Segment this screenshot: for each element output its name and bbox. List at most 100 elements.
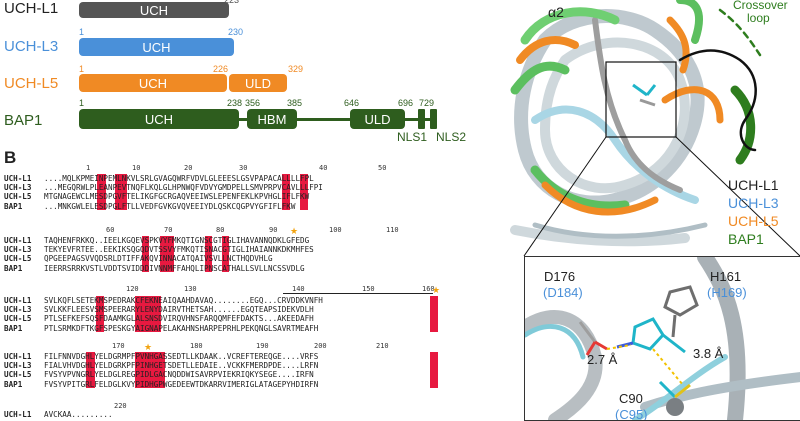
- row-seq: SVLKKFLEESVSMSPEERARYLENYDAIRVTHETSAH...…: [44, 305, 314, 315]
- alignment-row: UCH-L1 AVCKAA.........: [4, 410, 113, 419]
- alignment-row: BAP1 FVSYVPITGRLFELDGLKVYPIDHGPWGEDEEWTDK…: [4, 380, 318, 389]
- row-seq: ...MNKGWLELESDPGLFTLLVEDFGVKGVQVEEIYDLQS…: [44, 201, 296, 211]
- d184-label: (D184): [543, 285, 583, 300]
- legend-bap1: BAP1: [728, 231, 764, 247]
- h169-label: (H169): [707, 285, 747, 300]
- legend-uchl5: UCH-L5: [728, 213, 779, 229]
- row-name: BAP1: [4, 201, 23, 211]
- alpha2-label: α2: [548, 4, 564, 20]
- row-seq: TAQHENFRKKQ..IEELKGQEVSPKVYFMKQTIGNSCGTI…: [44, 236, 310, 245]
- panel-b-letter: B: [4, 148, 17, 167]
- conserved-block: [97, 174, 106, 210]
- d176-label: D176: [544, 269, 576, 284]
- catalytic-star: ★: [432, 285, 441, 295]
- row-seq: FVSYVPITGRLFELDGLKVYPIDHGPWGEDEEWTDKARRV…: [44, 379, 319, 389]
- ruler-tick: 30: [239, 164, 248, 172]
- row-name: BAP1: [4, 379, 23, 389]
- ruler-tick: 200: [314, 342, 327, 350]
- uchl3-label: UCH-L3: [4, 38, 59, 55]
- ruler-tick: 120: [126, 285, 139, 293]
- legend-uchl1: UCH-L1: [728, 177, 779, 193]
- bap1-uld-domain: ULD: [350, 109, 405, 129]
- catalytic-star: ★: [144, 342, 153, 352]
- row-seq: TEKYEVFRTEE..EEKIKSQGQDVTSSVYFMKQTISNACG…: [44, 245, 314, 255]
- crossover-label: Crossover loop: [733, 0, 788, 25]
- conserved-block: [430, 296, 438, 332]
- uchl1-end: 223: [224, 0, 240, 5]
- ruler-tick: 80: [216, 226, 225, 234]
- crossover-line: [283, 293, 433, 294]
- row-seq: AVCKAA.........: [44, 410, 113, 419]
- uchl1-label: UCH-L1: [4, 0, 59, 17]
- legend-uchl3: UCH-L3: [728, 195, 779, 211]
- alignment-block-5: UCH-L1 AVCKAA.........: [4, 410, 113, 419]
- catalytic-star: ★: [290, 226, 299, 236]
- row-name: UCH-L1: [4, 352, 32, 361]
- alignment-block-1: UCH-L1....MQLKPMEINPEMLNKVLSRLGVAGQWRFVD…: [4, 174, 323, 211]
- row-name: UCH-L3: [4, 183, 32, 193]
- conserved-block: [86, 352, 95, 388]
- conserved-block: [282, 174, 290, 210]
- alignment-row: BAP1 PTLSRMKDFTKGFSPESKGYAIGNAPELAKAHNSHA…: [4, 324, 323, 333]
- ruler-tick: 70: [164, 226, 173, 234]
- conserved-block: [205, 236, 212, 272]
- uchl5-label: UCH-L5: [4, 75, 59, 92]
- conserved-block: [160, 236, 174, 272]
- conserved-block: [300, 174, 308, 210]
- distance-2: 3.8 Å: [693, 346, 724, 361]
- ruler-tick: 140: [292, 285, 305, 293]
- row-seq: FILFNNVDGHLYELDGRMPFPVNHGASSEDTLLKDAAK..…: [44, 352, 319, 361]
- ruler-tick: 210: [376, 342, 389, 350]
- alignment-row: UCH-L5 MTGNAGEWCLMESDPGVFTELIKGFGCRGAQVEE…: [4, 192, 323, 201]
- alignment-row: UCH-L1 FILFNNVDGHLYELDGRMPFPVNHGASSEDTLLK…: [4, 352, 318, 361]
- uchl3-end: 230: [228, 27, 244, 37]
- row-name: UCH-L5: [4, 370, 32, 380]
- row-seq: IEERRSRRKVSTLVDDTSVIDDDIVNNMFFAHQLIPNSCA…: [44, 263, 305, 273]
- row-name: UCH-L3: [4, 361, 32, 371]
- ruler-tick: 1: [86, 164, 91, 172]
- alignment-row: UCH-L1....MQLKPMEINPEMLNKVLSRLGVAGQWRFVD…: [4, 174, 323, 183]
- c95-label: (C95): [615, 407, 648, 421]
- ruler-tick: 190: [256, 342, 269, 350]
- crossover-text: Crossover: [733, 0, 788, 12]
- ruler-tick: 50: [378, 164, 387, 172]
- c90-label: C90: [619, 391, 643, 406]
- ruler-tick: 180: [190, 342, 203, 350]
- ruler-tick: 130: [184, 285, 197, 293]
- row-seq: PTLSRMKDFTKGFSPESKGYAIGNAPELAKAHNSHARPEP…: [44, 323, 319, 333]
- row-name: UCH-L5: [4, 192, 32, 202]
- row-name: BAP1: [4, 323, 23, 333]
- row-seq: PTLSEFKEFSQSFDAAMKGLALSNSDVIRQVHNSFARQQM…: [44, 314, 314, 324]
- ruler-tick: 90: [269, 226, 278, 234]
- bap1-nls1-box: [418, 109, 425, 129]
- alignment-row: UCH-L3 ...MEGQRWLPLEANPEVTNQFLKQLGLHPNWQF…: [4, 183, 323, 192]
- row-seq: ...MEGQRWLPLEANPEVTNQFLKQLGLHPNWQFVDVYGM…: [44, 183, 323, 193]
- alignment-block-4: UCH-L1 FILFNNVDGHLYELDGRMPFPVNHGASSEDTLLK…: [4, 352, 318, 389]
- uchl5-end: 329: [288, 64, 304, 74]
- ruler-tick: 100: [329, 226, 342, 234]
- ruler-tick: 20: [184, 164, 193, 172]
- row-seq: QPGEEPAGSVVQDSRLDTIFFAKQVINNACATQAIVSVLL…: [44, 254, 273, 264]
- active-site-zoom: D176 (D184) H161 (H169) 2.7 Å 3.8 Å C90 …: [524, 256, 800, 421]
- uchl5-uld-domain: ULD: [229, 74, 287, 92]
- ruler-tick: 40: [319, 164, 328, 172]
- bap1-n356: 356: [245, 98, 261, 108]
- bap1-n696: 696: [398, 98, 414, 108]
- uchl5-uch-domain: UCH: [79, 74, 227, 92]
- row-name: UCH-L1: [4, 410, 32, 419]
- row-seq: SVLKQFLSETEKMSPEDRAKCFEKNEAIQAAHDAVAQ...…: [44, 296, 323, 305]
- alignment-row: UCH-L3 SVLKKFLEESVSMSPEERARYLENYDAIRVTHET…: [4, 305, 323, 314]
- ruler-tick: 150: [362, 285, 375, 293]
- bap1-n646: 646: [344, 98, 360, 108]
- row-name: UCH-L3: [4, 305, 32, 315]
- uchl5-start: 1: [79, 64, 85, 74]
- conserved-block: [142, 236, 149, 272]
- row-seq: MTGNAGEWCLMESDPGVFTELIKGFGCRGAQVEEIWSLEP…: [44, 192, 310, 202]
